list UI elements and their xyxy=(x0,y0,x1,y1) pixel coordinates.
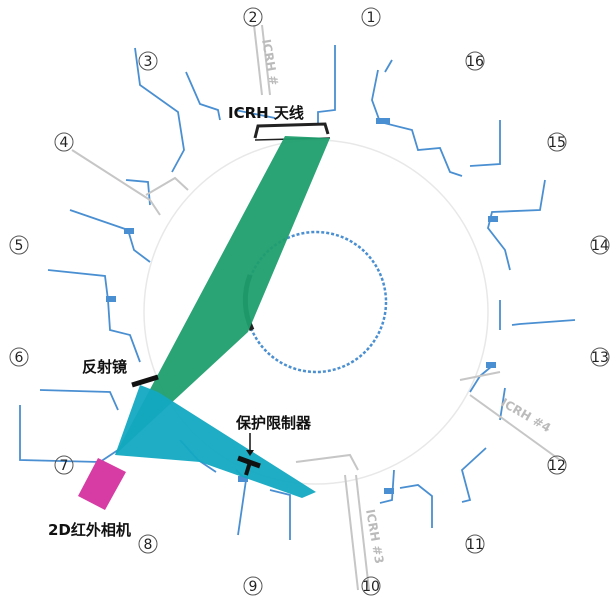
svg-text:11: 11 xyxy=(466,537,484,553)
port-label-5: 5 xyxy=(9,235,29,255)
label-protection-limiter: 保护限制器 xyxy=(235,414,312,432)
svg-text:16: 16 xyxy=(466,54,484,70)
port-structures xyxy=(19,45,576,540)
port-label-2: 2 xyxy=(243,7,263,27)
limiter-mark xyxy=(237,433,261,476)
port-label-9: 9 xyxy=(243,576,263,596)
port-label-12: 12 xyxy=(547,455,567,475)
cyan-view-beam xyxy=(115,385,316,498)
svg-text:5: 5 xyxy=(15,238,24,254)
port-label-8: 8 xyxy=(138,534,158,554)
svg-text:15: 15 xyxy=(548,135,566,151)
port-label-10: 10 xyxy=(361,576,381,596)
label-icrh-port12: ICRH #4 xyxy=(499,395,554,435)
svg-text:14: 14 xyxy=(591,238,609,254)
svg-text:12: 12 xyxy=(548,458,566,474)
port-label-4: 4 xyxy=(54,132,74,152)
svg-text:8: 8 xyxy=(144,537,153,553)
svg-text:1: 1 xyxy=(367,10,376,26)
ir-camera xyxy=(78,458,126,510)
port-label-3: 3 xyxy=(138,51,158,71)
svg-text:9: 9 xyxy=(249,579,258,595)
green-view-beam xyxy=(115,136,330,455)
label-mirror: 反射镜 xyxy=(82,358,127,376)
mirror-mark xyxy=(131,374,159,388)
svg-text:10: 10 xyxy=(362,579,380,595)
port-label-16: 16 xyxy=(465,51,485,71)
port-number-labels: 1 2 3 4 5 6 7 8 9 10 11 12 13 14 15 16 xyxy=(9,7,610,596)
svg-text:6: 6 xyxy=(15,350,24,366)
svg-text:4: 4 xyxy=(60,135,69,151)
svg-text:3: 3 xyxy=(144,54,153,70)
label-icrh-antenna: ICRH 天线 xyxy=(228,104,304,122)
port-label-7: 7 xyxy=(54,455,74,475)
faded-port-structures xyxy=(71,24,561,591)
label-ir-camera: 2D红外相机 xyxy=(48,521,131,539)
label-icrh-port10: ICRH #3 xyxy=(363,508,386,565)
port-label-6: 6 xyxy=(9,347,29,367)
port-label-11: 11 xyxy=(465,534,485,554)
svg-text:2: 2 xyxy=(249,10,258,26)
port-label-1: 1 xyxy=(361,7,381,27)
port-label-14: 14 xyxy=(590,235,610,255)
svg-text:7: 7 xyxy=(60,458,69,474)
port-label-15: 15 xyxy=(547,132,567,152)
port-label-13: 13 xyxy=(590,347,610,367)
label-icrh-port2: ICRH # xyxy=(259,38,281,87)
svg-text:13: 13 xyxy=(591,350,609,366)
